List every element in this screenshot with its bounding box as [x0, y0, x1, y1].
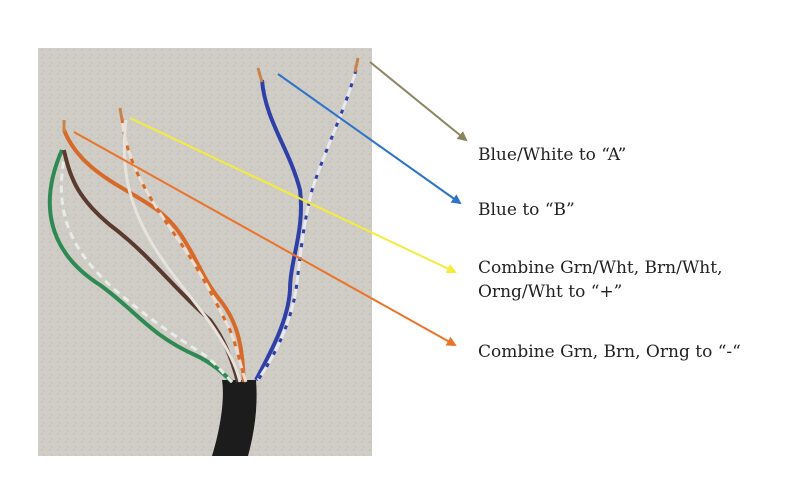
orange-white-stripe: [120, 117, 248, 383]
arrow-combine-minus: [73, 131, 457, 346]
label-combine-minus: Combine Grn, Brn, Orng to “-“: [478, 342, 741, 362]
brown-white-wire: [122, 119, 242, 383]
copper-tip-blue: [256, 67, 264, 83]
label-combine-plus: Combine Grn/Wht, Brn/Wht, Orng/Wht to “+…: [478, 256, 723, 304]
green-wire: [47, 149, 234, 384]
orange-wire: [62, 129, 246, 383]
label-combine-plus-line-1: Combine Grn/Wht, Brn/Wht,: [478, 258, 723, 278]
copper-tip-blue-white: [353, 57, 360, 73]
blue-white-stripe: [256, 69, 358, 381]
arrow-blue: [277, 73, 462, 205]
blue-wire: [254, 79, 303, 381]
arrow-combine-plus: [129, 117, 457, 274]
label-combine-plus-line-2: Orng/Wht to “+”: [478, 282, 623, 302]
wall-photo-background: [38, 48, 372, 456]
arrow-blue-white: [369, 61, 468, 142]
copper-tip-orange-white: [118, 107, 124, 121]
green-white-wire: [59, 149, 236, 386]
cable-jacket: [212, 380, 257, 456]
label-blue-to-b: Blue to “B”: [478, 200, 575, 220]
label-blue-white-to-a: Blue/White to “A”: [478, 145, 627, 165]
